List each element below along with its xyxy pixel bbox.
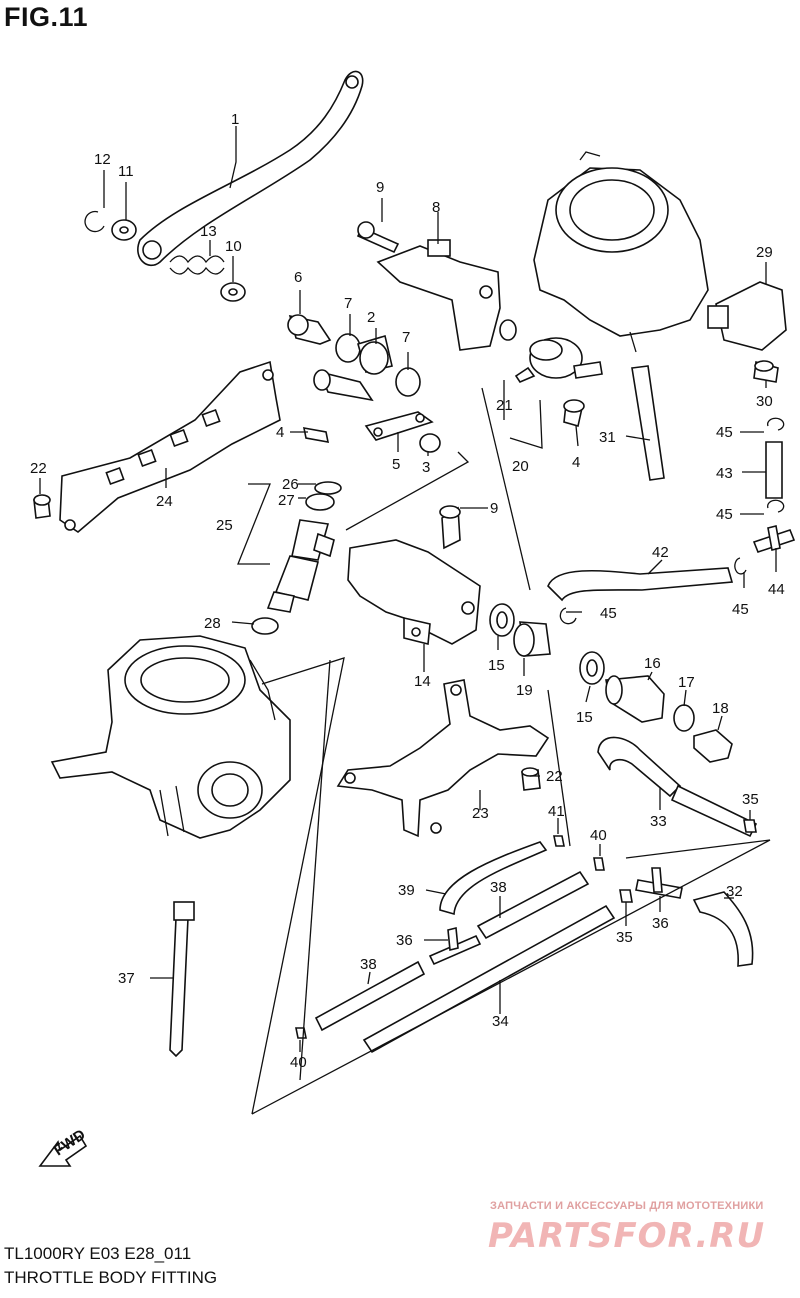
callout: 22 [30,460,47,477]
callout: 38 [360,956,377,973]
callout: 12 [94,151,111,168]
callout: 32 [726,883,743,900]
callout: 16 [644,655,661,672]
assembly-outline-lines [251,387,771,1115]
callout: 3 [422,459,430,476]
callout: 40 [590,827,607,844]
part-throttle-body [50,635,291,839]
callout: 1 [231,111,239,128]
callout: 45 [716,424,733,441]
watermark-logo: PARTSFOR.RU [488,1216,766,1256]
part-cable-tie [169,901,195,1058]
part-clip-and-washers [84,210,246,302]
diagram-title: THROTTLE BODY FITTING [4,1268,218,1287]
callout: 5 [392,456,400,473]
callout: 19 [516,682,533,699]
callout: 38 [490,879,507,896]
callout: 33 [650,813,667,830]
callout: 9 [376,179,384,196]
callout: 43 [716,465,733,482]
callout: 45 [716,506,733,523]
part-fittings [295,417,796,1039]
part-stay-bracket [336,679,550,838]
callout: 44 [768,581,785,598]
callout: 7 [344,295,352,312]
part-linkage-rod [137,70,364,267]
callout: 40 [290,1054,307,1071]
callout: 14 [414,673,431,690]
callout: 11 [118,163,134,180]
callout: 27 [278,492,295,509]
callout: 20 [512,458,529,475]
callout: 23 [472,805,489,822]
callout: 35 [616,929,633,946]
forward-direction-arrow: FWD [38,1126,89,1167]
callout: 15 [576,709,593,726]
callout: 24 [156,493,173,510]
callout: 41 [548,803,565,820]
callout: 10 [225,238,242,255]
callout: 36 [396,932,413,949]
callout: 25 [216,517,233,534]
callout: 6 [294,269,302,286]
callout: 21 [496,397,513,414]
callout: 13 [200,223,217,240]
callout: 39 [398,882,415,899]
callout: 15 [488,657,505,674]
callout: 8 [432,199,440,216]
callout: 17 [678,674,695,691]
callout: 4 [572,454,580,471]
callout: 29 [756,244,773,261]
callout: 35 [742,791,759,808]
callout: 9 [490,500,498,517]
callout: 34 [492,1013,509,1030]
part-hoses [314,365,783,1054]
callout: 45 [732,601,749,618]
part-union-bolt [605,675,733,763]
part-lower-bracket [347,505,481,646]
part-sensor-bracket [356,221,501,351]
callout: 4 [276,424,284,441]
callout: 30 [756,393,773,410]
callout: 42 [652,544,669,561]
part-bolt-22-a [33,494,51,519]
callout: 31 [599,429,616,446]
callout: 18 [712,700,729,717]
part-regulator-housing [533,151,709,353]
callout: 26 [282,476,299,493]
callout-numbers: 1 2 3 4 4 5 6 7 7 8 9 9 10 11 12 13 14 1… [30,111,785,1071]
part-pipe-connector [287,314,441,453]
part-spacer-and-washers [489,603,605,685]
part-fuel-regulator [499,319,603,428]
part-fuel-injector [251,481,342,635]
callout: 36 [652,915,669,932]
callout: 28 [204,615,221,632]
part-pressure-sensor [707,281,787,383]
callout: 45 [600,605,617,622]
callout: 7 [402,329,410,346]
watermark-subtitle: ЗАПЧАСТИ И АКСЕССУАРЫ ДЛЯ МОТОТЕХНИКИ [490,1200,764,1212]
callout: 22 [546,768,563,785]
callout: 37 [118,970,135,987]
part-shield-plate [59,360,281,534]
leader-lines [39,126,777,1052]
figure-label: FIG.11 [4,2,89,32]
model-code: TL1000RY E03 E28_011 [4,1244,192,1263]
callout: 2 [367,309,375,326]
